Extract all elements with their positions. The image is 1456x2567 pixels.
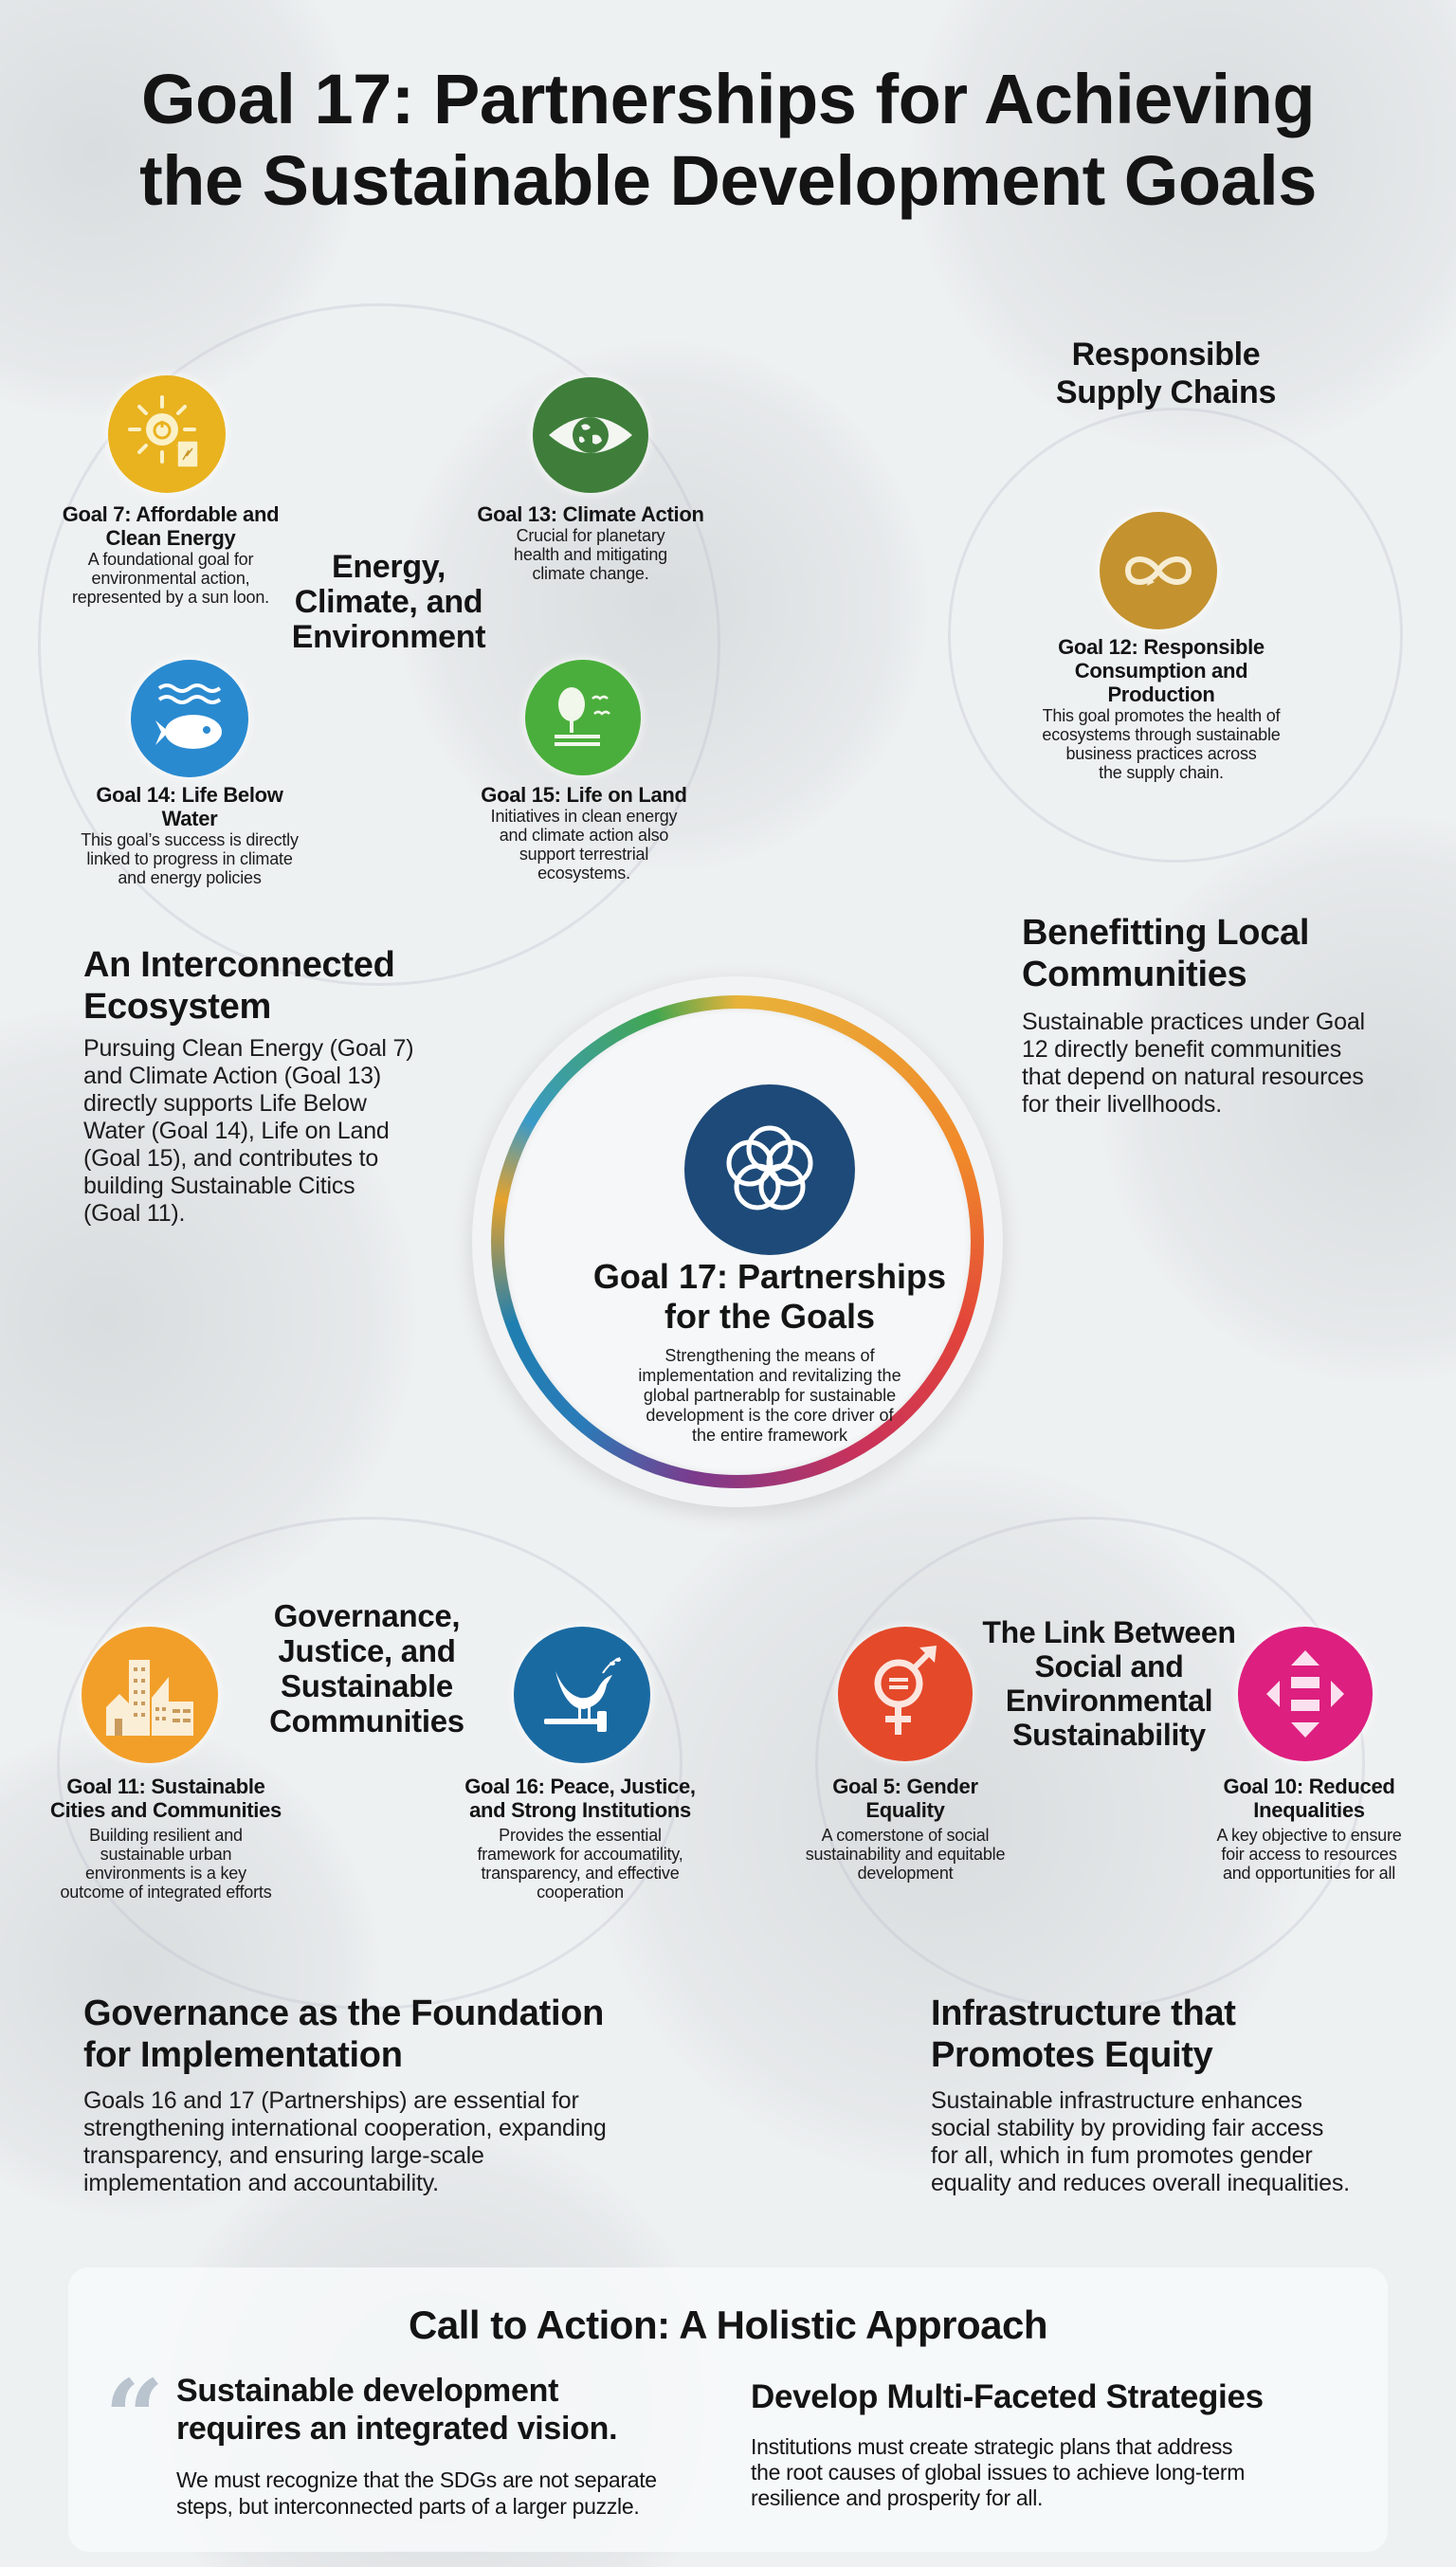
section-body: Goals 16 and 17 (Partnerships) are essen… [83, 2087, 607, 2196]
goal-11-card: Goal 11: Sustainable Cities and Communit… [28, 1775, 303, 1902]
goal-11-desc: Building resilient and sustainable urban… [60, 1826, 272, 1902]
cluster-title-governance: Governance, Justice, and Sustainable Com… [269, 1598, 464, 1739]
goal-7-card: Goal 7: Affordable and Clean Energy A fo… [38, 502, 303, 607]
goal-15-desc: Initiatives in clean energy and climate … [490, 807, 678, 883]
section-title: Benefitting Local Communities [1022, 913, 1310, 994]
goal-15-card: Goal 15: Life on Land Initiatives in cle… [451, 783, 717, 883]
section-title: Governance as the Foundation for Impleme… [83, 1994, 605, 2075]
goal-11-title: Goal 11: Sustainable Cities and Communit… [50, 1775, 282, 1822]
section-body: Pursuing Clean Energy (Goal 7) and Clima… [83, 1035, 414, 1227]
goal-10-desc: A key objective to ensure foir access to… [1216, 1826, 1402, 1883]
goal-7-title: Goal 7: Affordable and Clean Energy [62, 502, 280, 550]
goal-5-desc: A comerstone of social sustainability an… [805, 1826, 1006, 1883]
goal-17-hub: Goal 17: Partnerships for the Goals Stre… [472, 976, 1003, 1507]
goal-12-title: Goal 12: Responsible Consumption and Pro… [1058, 635, 1265, 706]
goal-12-desc: This goal promotes the health of ecosyst… [1042, 706, 1281, 782]
fish-waves-icon [155, 683, 222, 749]
cta-strategies-body: Institutions must create strategic plans… [751, 2434, 1246, 2510]
goal-13-title: Goal 13: Climate Action [477, 502, 704, 526]
cluster-title-supply: Responsible Supply Chains [1055, 337, 1277, 410]
goal-5-title: Goal 5: Gender Equality [832, 1775, 978, 1822]
section-interconnected-ecosystem: An Interconnected Ecosystem Pursuing Cle… [83, 944, 463, 1228]
goal-17-title: Goal 17: Partnerships for the Goals [592, 1257, 947, 1336]
cluster-title-social: The Link Between Social and Environmenta… [982, 1615, 1236, 1752]
section-governance-foundation: Governance as the Foundation for Impleme… [83, 1993, 690, 2197]
goal-12-card: Goal 12: Responsible Consumption and Pro… [1014, 635, 1308, 782]
goal-14-desc: This goal’s success is directly linked t… [81, 830, 299, 887]
call-to-action-panel: Call to Action: A Holistic Approach “ Su… [68, 2267, 1388, 2552]
goal-15-title: Goal 15: Life on Land [481, 783, 687, 807]
goal-15-icon-badge [525, 660, 641, 775]
eye-globe-icon [549, 417, 632, 453]
gender-equality-icon [874, 1646, 937, 1735]
goal-16-title: Goal 16: Peace, Justice, and Strong Inst… [464, 1775, 696, 1822]
cta-strategies-heading: Develop Multi-Faceted Strategies [751, 2378, 1264, 2415]
goal-13-desc: Crucial for planetary health and mitigat… [514, 526, 667, 583]
goal-16-desc: Provides the essential framework for acc… [477, 1826, 683, 1902]
infinity-loop-icon [1124, 556, 1192, 586]
quote-icon: “ [104, 2357, 165, 2479]
reduced-inequalities-icon [1266, 1650, 1344, 1738]
interlocking-rings-icon [726, 1125, 813, 1211]
city-buildings-icon [106, 1660, 193, 1736]
goal-12-icon-badge [1100, 512, 1217, 629]
cta-quote-heading: Sustainable development requires an inte… [176, 2373, 618, 2447]
goal-10-card: Goal 10: Reduced Inequalities A key obje… [1181, 1775, 1437, 1883]
goal-16-card: Goal 16: Peace, Justice, and Strong Inst… [428, 1775, 732, 1902]
hub-inner: Goal 17: Partnerships for the Goals Stre… [504, 1009, 971, 1475]
goal-17-desc: Strengthening the means of implementatio… [638, 1346, 901, 1445]
section-body: Sustainable infrastructure enhances soci… [931, 2087, 1350, 2196]
goal-14-icon-badge [131, 660, 248, 777]
goal-7-desc: A foundational goal for environmental ac… [72, 550, 269, 607]
goal-10-icon-badge [1238, 1627, 1373, 1761]
goal-5-icon-badge [838, 1627, 973, 1761]
goal-11-icon-badge [82, 1627, 218, 1763]
cta-title: Call to Action: A Holistic Approach [409, 2303, 1047, 2347]
goal-17-icon-badge [684, 1084, 855, 1255]
sun-power-icon [128, 395, 199, 468]
section-title: An Interconnected Ecosystem [83, 945, 395, 1027]
tree-birds-icon [555, 687, 610, 746]
section-body: Sustainable practices under Goal 12 dire… [1022, 1009, 1365, 1118]
dove-gavel-icon [544, 1657, 621, 1732]
goal-16-icon-badge [514, 1627, 650, 1763]
cluster-title-energy: Energy, Climate, and Environment [291, 549, 486, 655]
section-title: Infrastructure that Promotes Equity [931, 1994, 1236, 2075]
section-benefitting-local-communities: Benefitting Local Communities Sustainabl… [1022, 912, 1420, 1119]
section-infrastructure-equity: Infrastructure that Promotes Equity Sust… [931, 1993, 1424, 2197]
goal-10-title: Goal 10: Reduced Inequalities [1223, 1775, 1395, 1822]
goal-14-card: Goal 14: Life Below Water This goal’s su… [47, 783, 332, 887]
cta-quote-body: We must recognize that the SDGs are not … [176, 2467, 657, 2519]
goal-5-card: Goal 5: Gender Equality A comerstone of … [777, 1775, 1033, 1883]
goal-13-card: Goal 13: Climate Action Crucial for plan… [453, 502, 728, 583]
goal-13-icon-badge [533, 377, 648, 493]
goal-14-title: Goal 14: Life Below Water [96, 783, 283, 830]
goal-7-icon-badge [108, 375, 226, 493]
page-title: Goal 17: Partnerships for Achieving the … [139, 60, 1317, 220]
